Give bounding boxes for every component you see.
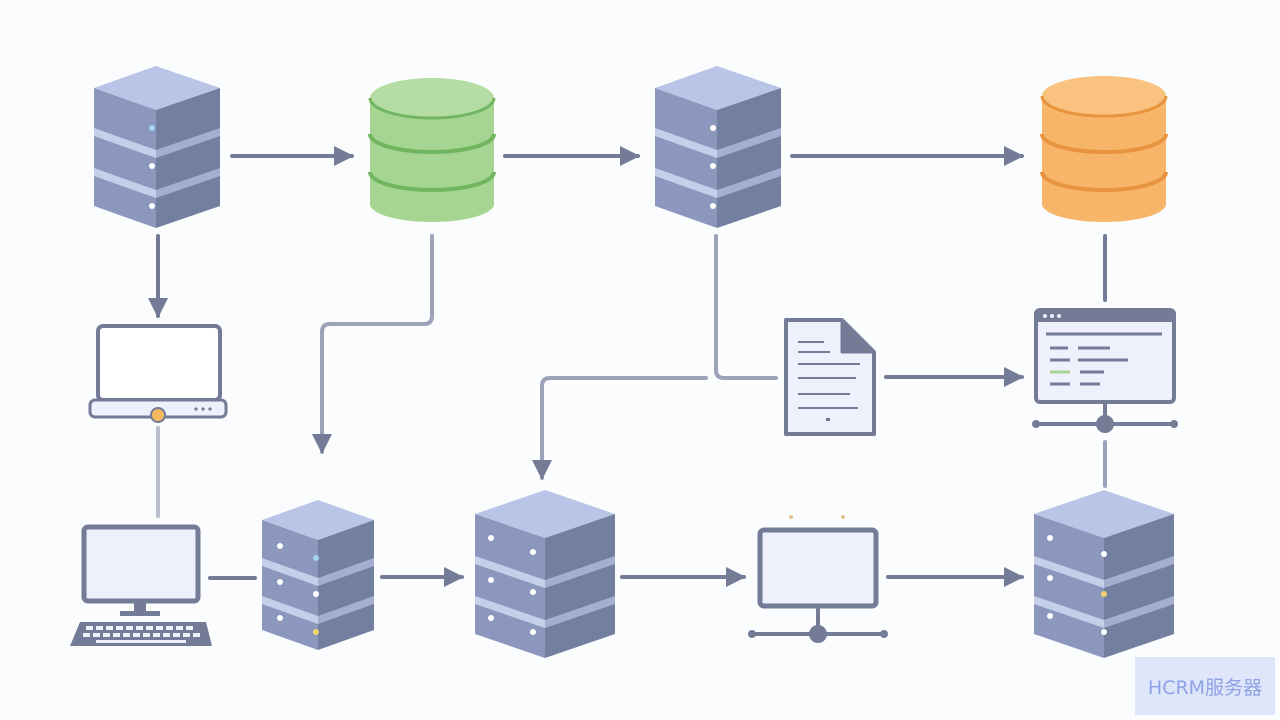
server-rack-icon bbox=[94, 66, 220, 228]
server-rack-icon bbox=[655, 66, 781, 228]
browser-network-icon bbox=[1032, 308, 1178, 433]
server-rack-icon bbox=[475, 490, 615, 658]
database-icon bbox=[368, 78, 496, 222]
server-rack-icon bbox=[262, 500, 374, 650]
arrow-green-db-to-bottom-server bbox=[312, 234, 434, 454]
connector-server-to-document bbox=[714, 234, 778, 380]
watermark-text: HCRM服务器 bbox=[1147, 676, 1263, 699]
connectors bbox=[148, 146, 1107, 587]
network-monitor-icon bbox=[748, 515, 888, 643]
arrow-branch-to-bottom-server bbox=[532, 376, 708, 480]
database-icon bbox=[1040, 76, 1168, 222]
laptop-icon bbox=[88, 324, 228, 423]
document-icon bbox=[784, 318, 876, 436]
server-rack-icon bbox=[1034, 490, 1174, 658]
desktop-computer-icon bbox=[70, 524, 212, 646]
watermark: HCRM服务器 bbox=[1135, 657, 1275, 715]
